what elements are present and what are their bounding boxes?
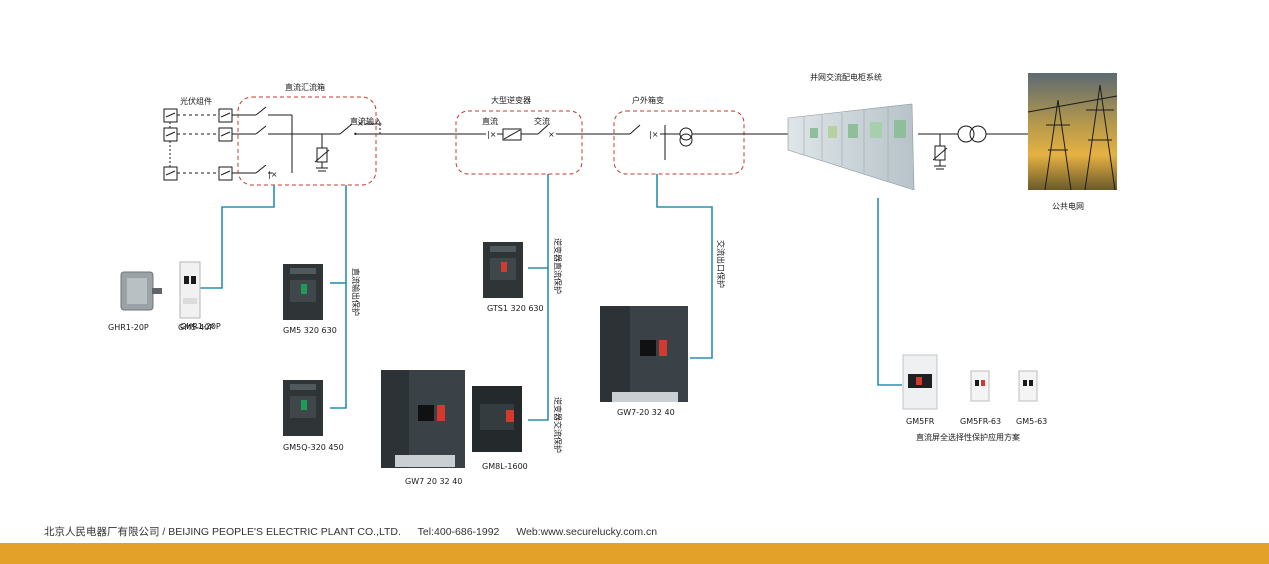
product-labels: GHR1-20P GM5-40P GM5 320 630 GM5Q-320 45… — [108, 304, 1047, 486]
svg-text:×: × — [548, 130, 555, 139]
inverter-ac-protection-label: 逆变器交流保护 — [553, 397, 563, 453]
inverter-wiring: |× × |× — [487, 124, 1028, 170]
gm8l-product-label: GM8L-1600 — [482, 462, 528, 471]
vertical-labels: 直流输出保护 逆变器直流保护 逆变器交流保护 交流出口保护 — [351, 238, 726, 453]
gm5-40p-product-label: GM5-40P — [178, 323, 214, 332]
svg-text:•: • — [353, 130, 358, 139]
gw7-left-product-label: GW7 20 32 40 — [405, 477, 462, 486]
pv-array-group — [163, 108, 233, 181]
ac-side-label: 交流 — [534, 116, 550, 126]
transformer-box — [613, 110, 745, 175]
gm5fr-device-image — [902, 354, 938, 410]
svg-text:|×: |× — [268, 170, 277, 179]
ghr1-switch-image — [120, 271, 162, 311]
gm5fr-product-label: GM5FR — [906, 417, 935, 426]
protection-connectors — [200, 174, 902, 421]
company-website[interactable]: Web:www.securelucky.com.cn — [516, 526, 658, 538]
company-name: 北京人民电器厂有限公司 / BEIJING PEOPLE'S ELECTRIC … — [44, 526, 401, 538]
footer-bar — [0, 543, 1269, 564]
gm5-320-product-label: GM5 320 630 — [283, 326, 337, 335]
svg-text:|×: |× — [487, 130, 496, 139]
ghr1-label: GHR1-20P — [180, 322, 221, 331]
gm5q-breaker-image — [283, 380, 323, 436]
company-tel: Tel:400-686-1992 — [417, 526, 500, 538]
public-grid-label: 公共电网 — [1052, 201, 1084, 211]
gw7-main-acb-image — [600, 306, 688, 402]
gm5q-product-label: GM5Q-320 450 — [283, 443, 344, 452]
grid-cabinet-label: 并网交流配电柜系统 — [810, 72, 882, 82]
pv-array-label: 光伏组件 — [180, 96, 212, 106]
dc-input-label: 直流输入 — [350, 116, 382, 126]
gts1-switch-image — [483, 242, 523, 298]
gm5-63-product-label: GM5-63 — [1016, 417, 1047, 426]
svg-text:×: × — [357, 119, 364, 128]
ac-outlet-protection-label: 交流出口保护 — [716, 240, 726, 288]
dc-output-protection-label: 直流输出保护 — [351, 268, 361, 316]
gm5-40p-breaker-image — [179, 261, 201, 319]
gm5-320-breaker-image — [283, 264, 323, 320]
ghr1-product-label: GHR1-20P — [108, 323, 149, 332]
inverter-box — [455, 110, 583, 175]
dc-combiner-box — [237, 96, 377, 186]
gm5fr-63-breaker-image — [970, 370, 990, 402]
gts1-product-label: GTS1 320 630 — [487, 304, 544, 313]
footer-info: 北京人民电器厂有限公司 / BEIJING PEOPLE'S ELECTRIC … — [44, 524, 671, 539]
svg-text:|×: |× — [649, 130, 658, 139]
gm5-63-breaker-image — [1018, 370, 1038, 402]
combiner-wiring: |× × • — [232, 106, 486, 179]
grid-cabinet-image — [787, 103, 915, 191]
dc-solution-label: 直流屏全选择性保护应用方案 — [916, 432, 1020, 442]
outdoor-transformer-label: 户外箱变 — [632, 95, 664, 105]
gw7-main-product-label: GW7-20 32 40 — [617, 408, 675, 417]
gw7-left-acb-image — [381, 370, 465, 468]
gm5fr-63-product-label: GM5FR-63 — [960, 417, 1001, 426]
dc-side-label: 直流 — [482, 116, 498, 126]
power-grid-photo — [1027, 73, 1118, 191]
dc-combiner-label: 直流汇流箱 — [285, 82, 325, 92]
gm8l-breaker-image — [472, 386, 522, 452]
inverter-dc-protection-label: 逆变器直流保护 — [553, 238, 563, 294]
central-inverter-label: 大型逆变器 — [491, 95, 531, 105]
